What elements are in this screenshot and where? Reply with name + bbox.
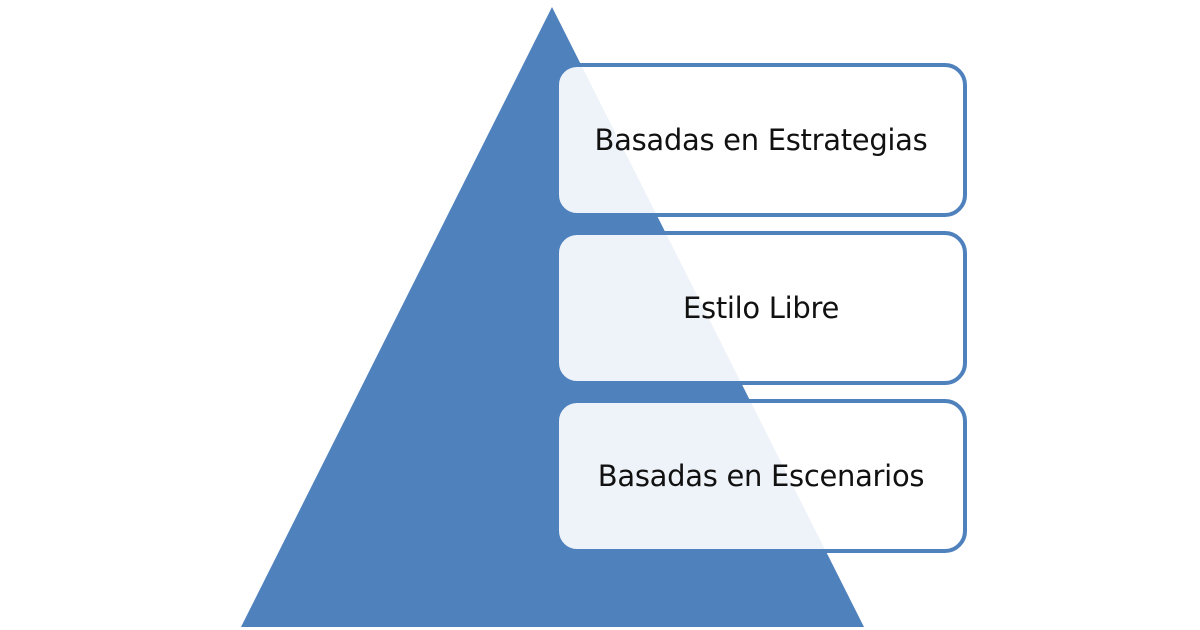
level-box-bottom: Basadas en Escenarios [555,399,967,553]
level-box-top: Basadas en Estrategias [555,63,967,217]
level-box-middle: Estilo Libre [555,231,967,385]
level-label: Estilo Libre [682,291,840,325]
level-label: Basadas en Escenarios [597,459,925,493]
level-label: Basadas en Estrategias [594,123,928,157]
